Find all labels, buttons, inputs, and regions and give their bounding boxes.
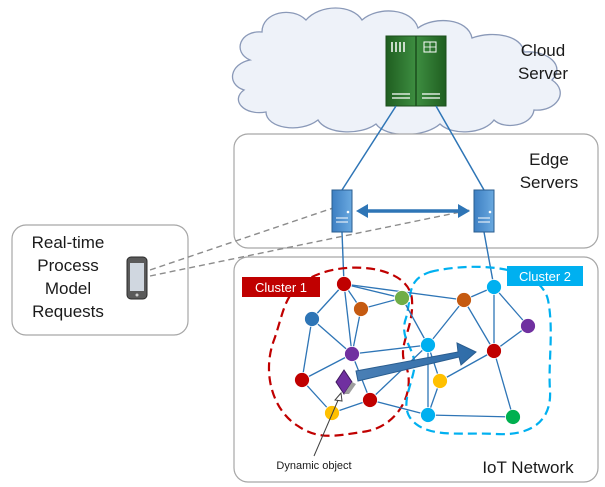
- node: [505, 409, 521, 425]
- cluster-2-outline: [403, 265, 552, 436]
- node: [304, 311, 320, 327]
- edge-iot-link-left: [341, 231, 345, 285]
- iot-network-box: [233, 256, 599, 483]
- node: [336, 276, 352, 292]
- cluster-2-label-box: [507, 266, 583, 286]
- edge-label-line2: Servers: [520, 173, 579, 192]
- node: [432, 373, 448, 389]
- smartphone-icon: [126, 256, 148, 300]
- edge-double-arrow: [356, 204, 470, 218]
- node: [394, 290, 410, 306]
- cluster-1-outline: [267, 266, 414, 437]
- node: [520, 318, 536, 334]
- requests-line-4: Requests: [32, 302, 104, 321]
- node: [344, 346, 360, 362]
- dynamic-object-label: Dynamic object: [276, 460, 351, 472]
- node: [420, 407, 436, 423]
- cloud-label-line2: Server: [518, 64, 568, 83]
- requests-line-1: Real-time: [32, 233, 105, 252]
- node: [486, 343, 502, 359]
- cloud-edge-link-left: [341, 105, 397, 191]
- iot-network-label: IoT Network: [482, 458, 574, 477]
- edge-iot-link-right: [483, 231, 495, 288]
- node: [420, 337, 436, 353]
- node: [353, 301, 369, 317]
- movement-arrow: [355, 342, 477, 382]
- node: [486, 279, 502, 295]
- dynamic-object-pointer: [313, 391, 343, 457]
- requests-box: [11, 224, 189, 336]
- cluster-2-label: Cluster 2: [519, 269, 571, 284]
- edge-servers-box: [233, 133, 599, 249]
- dynamic-object-icon: [335, 369, 356, 395]
- node: [294, 372, 310, 388]
- edge-label-line1: Edge: [529, 150, 569, 169]
- edge-server-left-icon: [331, 189, 353, 233]
- node: [456, 292, 472, 308]
- cluster-1-label: Cluster 1: [255, 280, 307, 295]
- cloud-edge-link-right: [435, 105, 485, 191]
- requests-line-2: Process: [37, 256, 98, 275]
- request-link-2: [149, 209, 471, 277]
- cluster-1-label-box: [242, 277, 320, 297]
- edge-server-right-icon: [473, 189, 495, 233]
- cloud-server-icon: [385, 35, 447, 107]
- requests-line-3: Model: [45, 279, 91, 298]
- network-nodes: [294, 276, 536, 425]
- cloud-label-line1: Cloud: [521, 41, 565, 60]
- request-link-1: [149, 206, 337, 271]
- node: [362, 392, 378, 408]
